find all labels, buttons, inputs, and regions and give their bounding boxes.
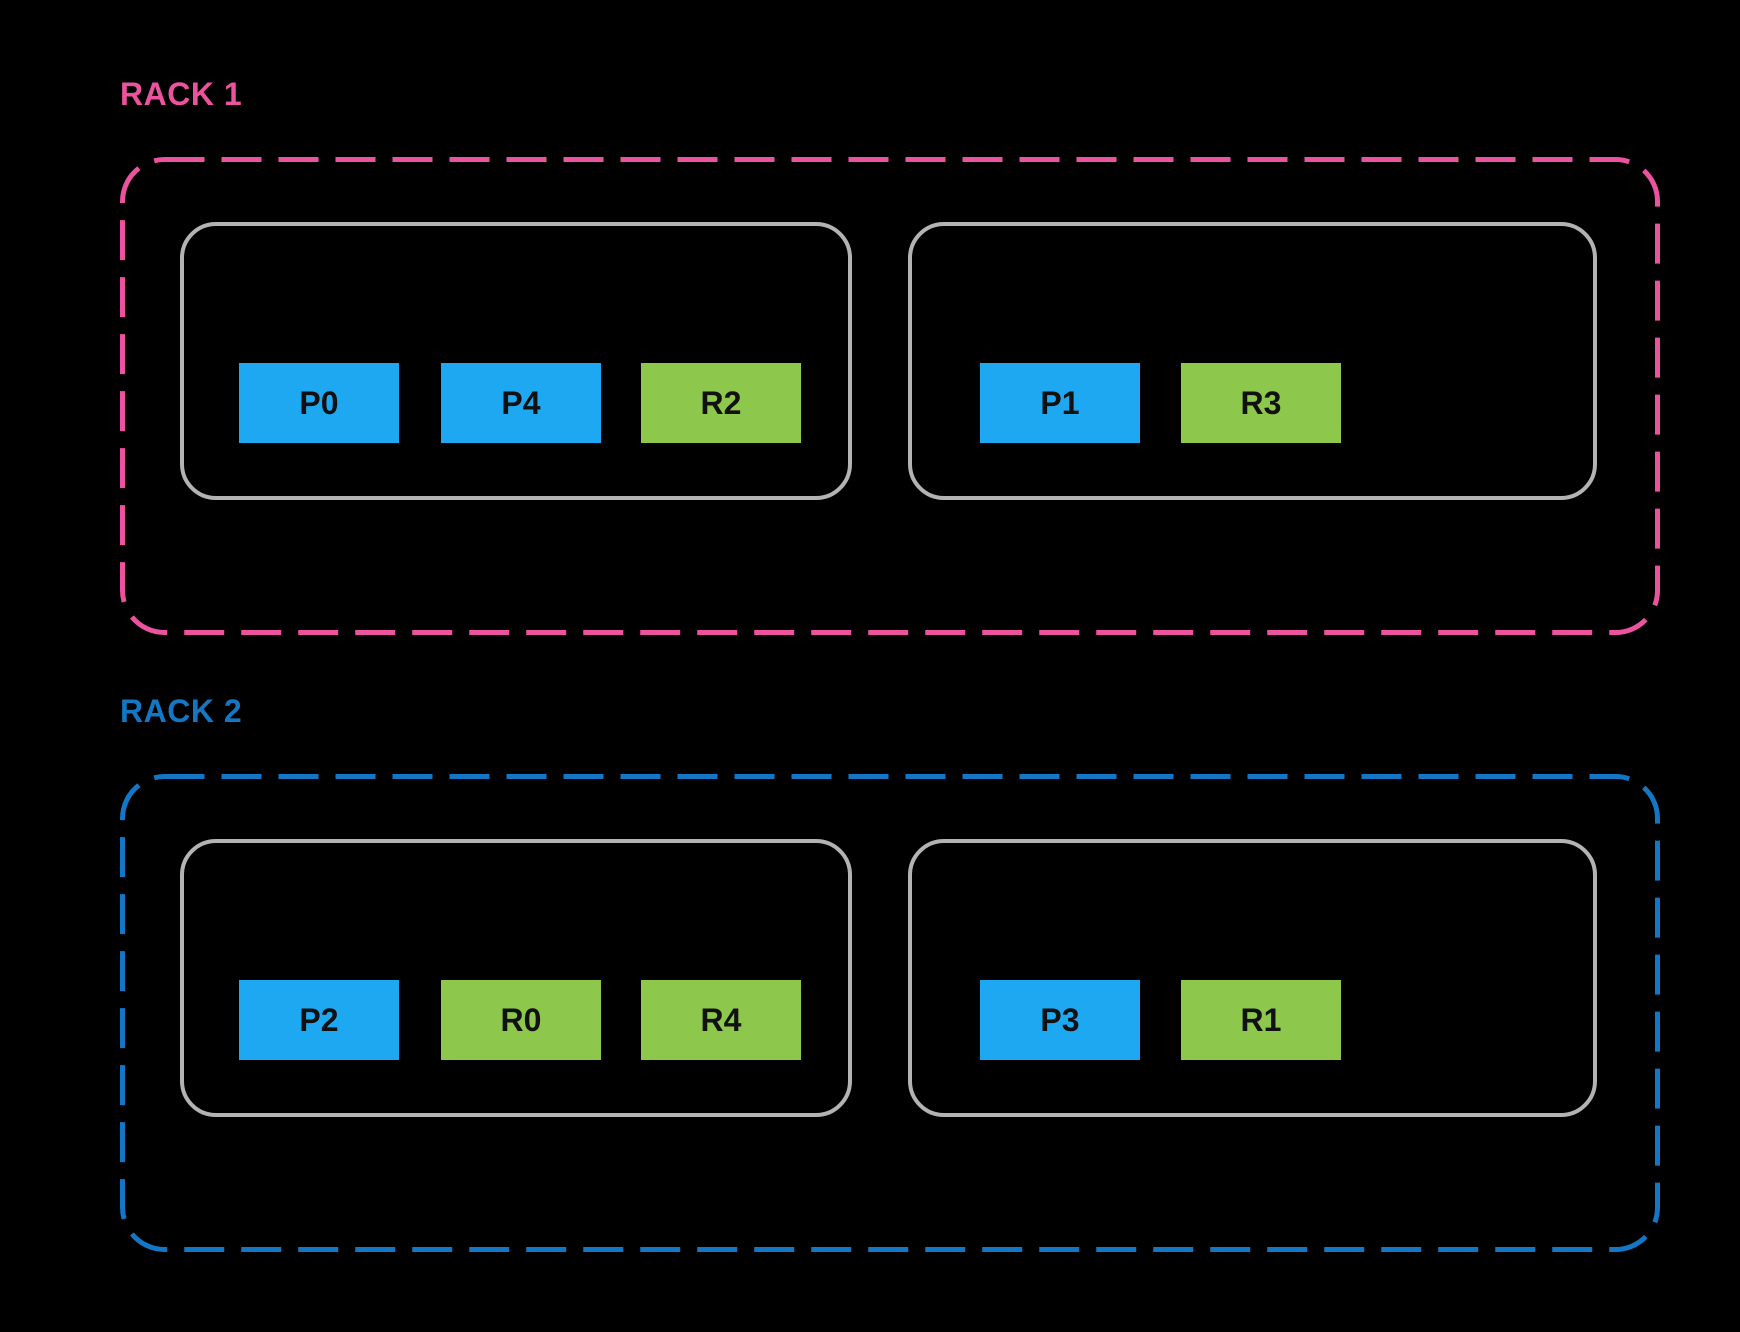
replica-box-r3: R3 [1181,363,1341,443]
partition-box-p3-label: P3 [1040,1001,1080,1038]
rack-1-dashed-boundary [120,157,1660,635]
partition-box-p2-label: P2 [299,1001,339,1038]
partition-box-p4-label: P4 [501,384,541,421]
rack-1-node-1: P0 P4 R2 [180,222,852,500]
replica-box-r1-label: R1 [1240,1001,1282,1038]
rack-2-node-1: P2 R0 R4 [180,839,852,1117]
replica-box-r0-label: R0 [500,1001,542,1038]
partition-box-p1: P1 [980,363,1140,443]
replica-box-r4-label: R4 [700,1001,742,1038]
partition-box-p1-label: P1 [1040,384,1080,421]
replica-box-r2: R2 [641,363,801,443]
rack-1-node-2: P1 R3 [908,222,1597,500]
partition-box-p3: P3 [980,980,1140,1060]
replica-box-r3-label: R3 [1240,384,1282,421]
rack-1-label: RACK 1 [120,76,243,112]
rack-2-node-2: P3 R1 [908,839,1597,1117]
rack-2-dashed-boundary [120,774,1660,1252]
partition-box-p4: P4 [441,363,601,443]
replica-box-r1: R1 [1181,980,1341,1060]
partition-box-p0: P0 [239,363,399,443]
replica-box-r2-label: R2 [700,384,742,421]
partition-box-p2: P2 [239,980,399,1060]
rack-2-label: RACK 2 [120,693,243,729]
partition-box-p0-label: P0 [299,384,339,421]
replica-box-r0: R0 [441,980,601,1060]
replica-box-r4: R4 [641,980,801,1060]
